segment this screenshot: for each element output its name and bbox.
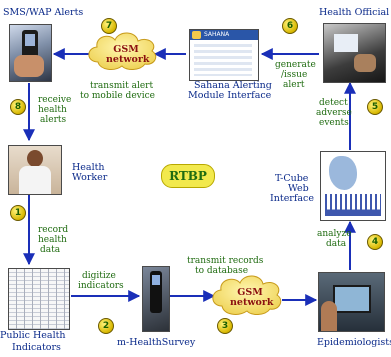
monitor-shape <box>333 285 371 313</box>
step-2-label-2: indicators <box>78 281 124 291</box>
sahana-content <box>194 44 252 76</box>
step-7-label-1: transmit alert <box>90 81 154 91</box>
health-official-photo <box>323 23 386 83</box>
step-badge-4: 4 <box>367 234 383 250</box>
step-badge-7: 7 <box>101 18 117 34</box>
public-health-indicators-sheet <box>8 268 70 330</box>
label-tcube-2: Web <box>288 183 309 194</box>
step-6-label-3: alert <box>283 80 305 90</box>
rtbp-center-label: RTBP <box>161 164 215 188</box>
step-5-label-2: adverse <box>316 108 352 118</box>
label-sms-wap-alerts: SMS/WAP Alerts <box>3 7 84 18</box>
gsm-top-label-1: GSM <box>113 44 139 55</box>
step-1-label-3: data <box>40 245 61 255</box>
tcube-web-interface-screenshot <box>320 151 386 221</box>
label-epidemiologists: Epidemiologists <box>317 337 391 348</box>
label-health-worker-1: Health <box>72 162 105 173</box>
step-badge-6: 6 <box>282 18 298 34</box>
phone-screen <box>25 34 35 46</box>
step-2-label-1: digitize <box>82 271 116 281</box>
step-8-label-2: health <box>38 105 67 115</box>
sheet-columns <box>9 269 69 329</box>
worker-body <box>19 166 51 194</box>
step-1-label-2: health <box>38 235 67 245</box>
step-4-label-2: data <box>326 239 347 249</box>
step-5-label-3: events <box>319 118 349 128</box>
person-shape <box>321 301 337 331</box>
official-hand <box>354 54 376 72</box>
label-health-official: Health Official <box>319 7 390 18</box>
label-tcube-1: T-Cube <box>275 173 309 184</box>
label-sahana-1: Sahana Alerting <box>194 80 272 91</box>
gsm-top-label-2: network <box>106 54 150 65</box>
sahana-interface-screenshot: SAHANA <box>189 29 259 81</box>
step-badge-2: 2 <box>98 318 114 334</box>
laptop-screen <box>334 34 358 52</box>
epidemiologists-photo <box>318 272 385 332</box>
label-public-health-2: Indicators <box>12 342 61 353</box>
step-badge-3: 3 <box>217 318 233 334</box>
sahana-logo <box>192 31 201 39</box>
hand-shape <box>14 55 44 77</box>
step-badge-5: 5 <box>367 99 383 115</box>
label-sahana-2: Module Interface <box>188 90 272 101</box>
label-public-health-1: Public Health <box>0 330 66 341</box>
mhealthsurvey-phone-photo <box>142 266 170 332</box>
step-3-label-2: to database <box>195 266 249 276</box>
label-health-worker-2: Worker <box>72 172 108 183</box>
step-8-label-1: receive <box>38 95 72 105</box>
gsm-bottom-label-2: network <box>230 297 274 308</box>
step-8-label-3: alerts <box>40 115 67 125</box>
step-6-label-1: generate <box>275 60 316 70</box>
label-mhealthsurvey: m-HealthSurvey <box>117 337 196 348</box>
survey-phone-screen <box>152 275 160 285</box>
health-worker-photo <box>8 145 62 195</box>
sahana-header-bar: SAHANA <box>190 30 258 40</box>
gsm-bottom-label-1: GSM <box>237 287 263 298</box>
step-3-label-1: transmit records <box>187 256 264 266</box>
step-badge-8: 8 <box>10 99 26 115</box>
gsm-cloud-top <box>88 32 157 70</box>
worker-head <box>27 150 43 167</box>
step-5-label-1: detect <box>319 98 348 108</box>
survey-phone-device <box>150 271 162 313</box>
gsm-cloud-bottom <box>212 275 282 315</box>
step-badge-1: 1 <box>10 205 26 221</box>
step-1-label-1: record <box>38 225 69 235</box>
tcube-map <box>329 156 357 190</box>
label-tcube-3: Interface <box>270 193 314 204</box>
sms-alerts-phone-photo <box>9 24 52 82</box>
sahana-header-text: SAHANA <box>204 31 230 38</box>
tcube-chart <box>325 194 381 216</box>
step-7-label-2: to mobile device <box>80 91 155 101</box>
step-4-label-1: analyze <box>317 229 352 239</box>
step-6-label-2: /issue <box>281 70 308 80</box>
